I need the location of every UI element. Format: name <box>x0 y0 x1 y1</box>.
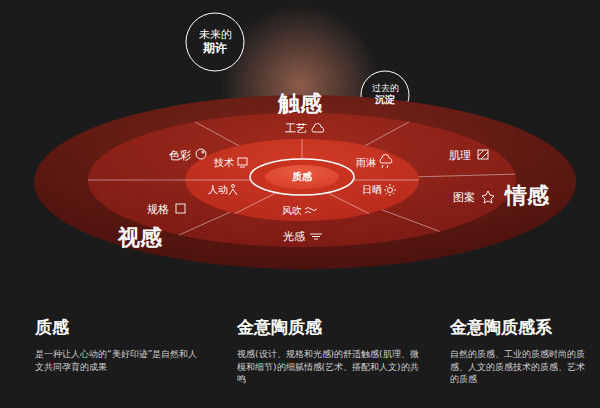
ring-label: 人动 <box>208 185 228 195</box>
ring-label: 肌理 <box>449 150 471 161</box>
ring-label: 规格 <box>147 204 169 215</box>
column-body: 是一种让人心动的“美好印迹”是自然和人文共同孕育的成果 <box>35 348 200 373</box>
ring-label: 图案 <box>453 192 475 203</box>
column-heading: 金意陶质感 <box>237 316 322 339</box>
zone-title: 视感 <box>118 227 162 249</box>
ring-label: 色彩 <box>169 150 191 161</box>
ring-label: 工艺 <box>285 123 307 134</box>
zone-title: 触感 <box>278 93 322 115</box>
ring-label: 风吹 <box>282 206 302 216</box>
ring-ellipse: 技术 雨淋人动 日晒风吹 质感 <box>184 138 420 222</box>
ring-label: 日晒 <box>362 185 382 195</box>
bubble-text: 过去的 <box>372 83 399 94</box>
bubble-text: 期许 <box>203 41 227 56</box>
column-heading: 质感 <box>35 316 69 339</box>
zone-title: 情感 <box>505 185 549 207</box>
column-body: 自然的质感、工业的质感时尚的质感、人文的质感技术的质感、艺术的质感 <box>450 348 590 386</box>
column-heading: 金意陶质感系 <box>450 316 552 339</box>
ring-label: 技术 <box>214 158 234 168</box>
ring-ellipse: 质感 <box>264 164 340 190</box>
ring-label: 光感 <box>283 231 305 242</box>
bubble-text: 沉淀 <box>375 94 395 107</box>
ring-ellipse: 触感视感 情感 工艺色彩 肌理规格 图案光感 技术 雨淋人动 日晒风吹 质感 <box>33 94 577 270</box>
column-body: 视感(设计、规格和光感)的舒适触感(肌理、微模和细节)的细腻情感(艺术、搭配和人… <box>237 348 427 386</box>
bubble-circle: 未来的期许 <box>185 12 245 72</box>
bubble-text: 未来的 <box>199 28 232 42</box>
ring-label: 质感 <box>292 172 312 182</box>
ring-label: 雨淋 <box>356 158 376 168</box>
